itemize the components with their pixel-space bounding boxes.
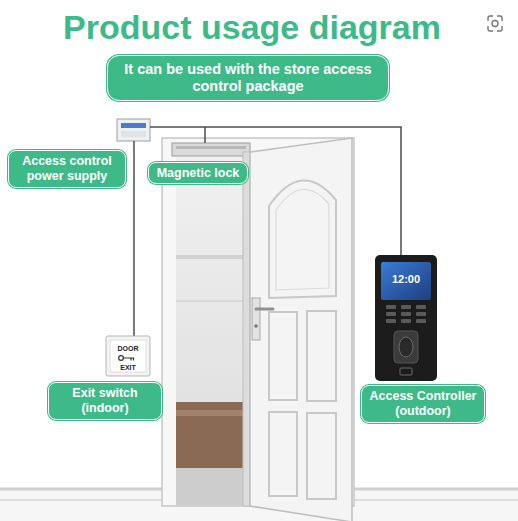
exit-switch-symbol xyxy=(106,336,150,376)
exit-switch-symbol xyxy=(119,356,124,361)
exit-switch-symbol xyxy=(123,358,134,361)
callout-text: Magnetic lock xyxy=(157,166,240,181)
access-controller-symbol xyxy=(386,319,396,323)
exit-switch-symbol xyxy=(110,340,146,372)
access-controller-symbol xyxy=(381,262,431,300)
callout-pill: Access Controller (outdoor) xyxy=(361,385,485,423)
scan-icon xyxy=(488,16,502,31)
switch-text: EXIT xyxy=(120,364,136,371)
power-supply-symbol xyxy=(117,119,150,141)
scan-icon xyxy=(488,26,493,31)
door-leaf xyxy=(307,311,336,401)
access-controller-symbol xyxy=(416,305,426,309)
access-controller-symbol xyxy=(401,312,411,316)
subtitle-pill: It can be used with the store access con… xyxy=(107,55,389,101)
power-supply-symbol xyxy=(121,123,146,128)
door-leaf xyxy=(269,180,336,298)
door-leaf xyxy=(243,152,250,506)
door-leaf xyxy=(307,413,336,499)
screen-clock: 12:00 xyxy=(392,274,420,285)
door-leaf xyxy=(252,298,260,340)
callout-pill: Magnetic lock xyxy=(148,162,249,185)
door-leaf xyxy=(269,412,297,496)
access-controller-symbol xyxy=(386,312,396,316)
door-frame xyxy=(176,402,252,468)
callout-text: Access Controller (outdoor) xyxy=(368,389,478,419)
door-leaf xyxy=(243,138,352,521)
door-frame xyxy=(176,300,252,302)
wire xyxy=(133,141,135,336)
access-controller-symbol xyxy=(375,255,437,381)
callout-pill: Access control power supply xyxy=(8,150,126,188)
access-controller-symbol xyxy=(386,305,396,309)
power-supply-symbol xyxy=(121,131,146,137)
switch-text: DOOR xyxy=(118,345,139,352)
access-controller-symbol xyxy=(399,337,413,357)
magnetic-lock-symbol xyxy=(176,146,246,149)
door-leaf xyxy=(250,138,352,521)
access-controller-symbol xyxy=(375,255,437,381)
scan-icon xyxy=(497,26,502,31)
access-controller-symbol xyxy=(401,305,411,309)
callout-text: It can be used with the store access con… xyxy=(118,61,378,95)
access-controller-symbol xyxy=(416,312,426,316)
access-controller-symbol xyxy=(386,305,426,323)
wire xyxy=(134,127,401,336)
door-frame xyxy=(176,157,252,506)
magnetic-lock-symbol xyxy=(172,143,250,156)
scan-icon xyxy=(497,16,502,21)
access-controller-symbol xyxy=(394,331,418,363)
callout-pill: Exit switch (indoor) xyxy=(48,382,162,420)
door-leaf xyxy=(256,308,273,311)
door-frame xyxy=(176,468,252,506)
access-controller-symbol xyxy=(400,368,412,375)
door-leaf xyxy=(276,189,329,290)
door-frame xyxy=(176,410,252,416)
power-supply-symbol xyxy=(117,119,150,141)
door-leaf xyxy=(254,324,258,328)
diagram-title: Product usage diagram xyxy=(0,9,504,46)
magnetic-lock-symbol xyxy=(172,143,250,156)
scan-icon xyxy=(492,21,498,27)
wire xyxy=(204,127,206,143)
door-frame xyxy=(176,255,252,259)
wire xyxy=(150,127,401,255)
callout-text: Access control power supply xyxy=(15,154,119,184)
access-controller-symbol xyxy=(401,319,411,323)
exit-switch-symbol xyxy=(106,336,150,376)
door-leaf xyxy=(269,312,297,400)
scan-icon xyxy=(488,16,493,21)
callout-text: Exit switch (indoor) xyxy=(57,386,153,416)
access-controller-symbol xyxy=(416,319,426,323)
